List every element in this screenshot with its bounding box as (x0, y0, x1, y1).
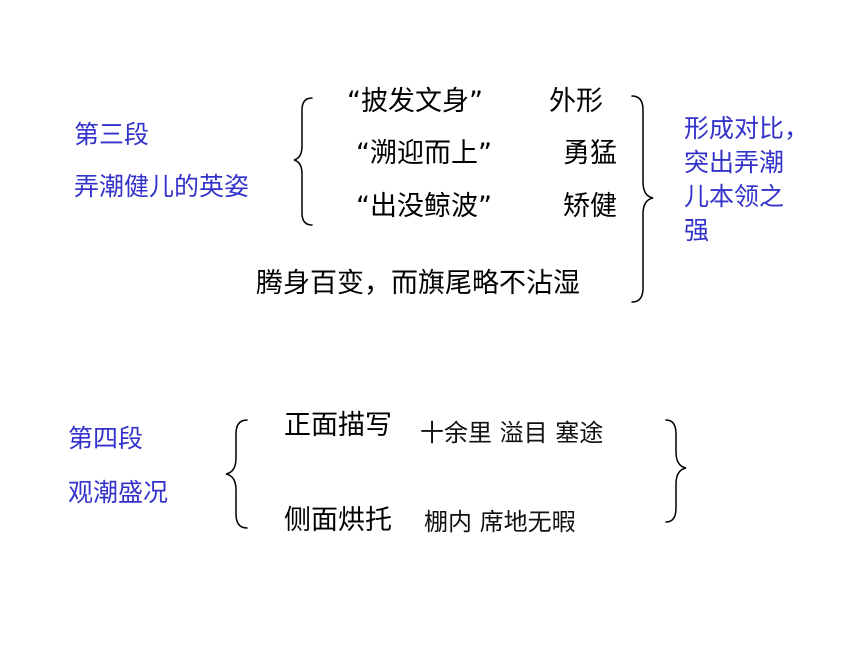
section3-conclusion-line-1: 形成对比， (684, 114, 810, 143)
section4-subtitle: 观潮盛况 (68, 478, 169, 507)
section3-conclusion-line-2: 突出弄潮 (684, 148, 785, 177)
section3-word-1: 外形 (549, 86, 603, 117)
section4-left-brace (225, 419, 248, 529)
section3-conclusion-line-3: 儿本领之 (684, 182, 785, 211)
section4-detail-2: 棚内 席地无暇 (424, 508, 576, 536)
section4-label: 第四段 (68, 424, 144, 453)
section4-detail-1: 十余里 溢目 塞途 (420, 419, 604, 447)
section4-heading-1: 正面描写 (284, 410, 392, 441)
section3-label: 第三段 (74, 120, 150, 149)
section3-extra: 腾身百变，而旗尾略不沾湿 (256, 268, 580, 299)
section3-quote-2: “溯迎而上” (356, 138, 492, 169)
section3-conclusion-line-4: 强 (684, 216, 710, 245)
section4-right-brace (665, 419, 687, 523)
section3-word-3: 矫健 (563, 191, 617, 222)
section3-left-brace (293, 97, 313, 226)
section3-quote-3: “出没鲸波” (356, 191, 492, 222)
section3-subtitle: 弄潮健儿的英姿 (74, 172, 250, 201)
section3-right-brace (631, 95, 654, 303)
section3-word-2: 勇猛 (563, 138, 617, 169)
section4-heading-2: 侧面烘托 (284, 505, 392, 536)
section3-quote-1: “披发文身” (347, 86, 483, 117)
